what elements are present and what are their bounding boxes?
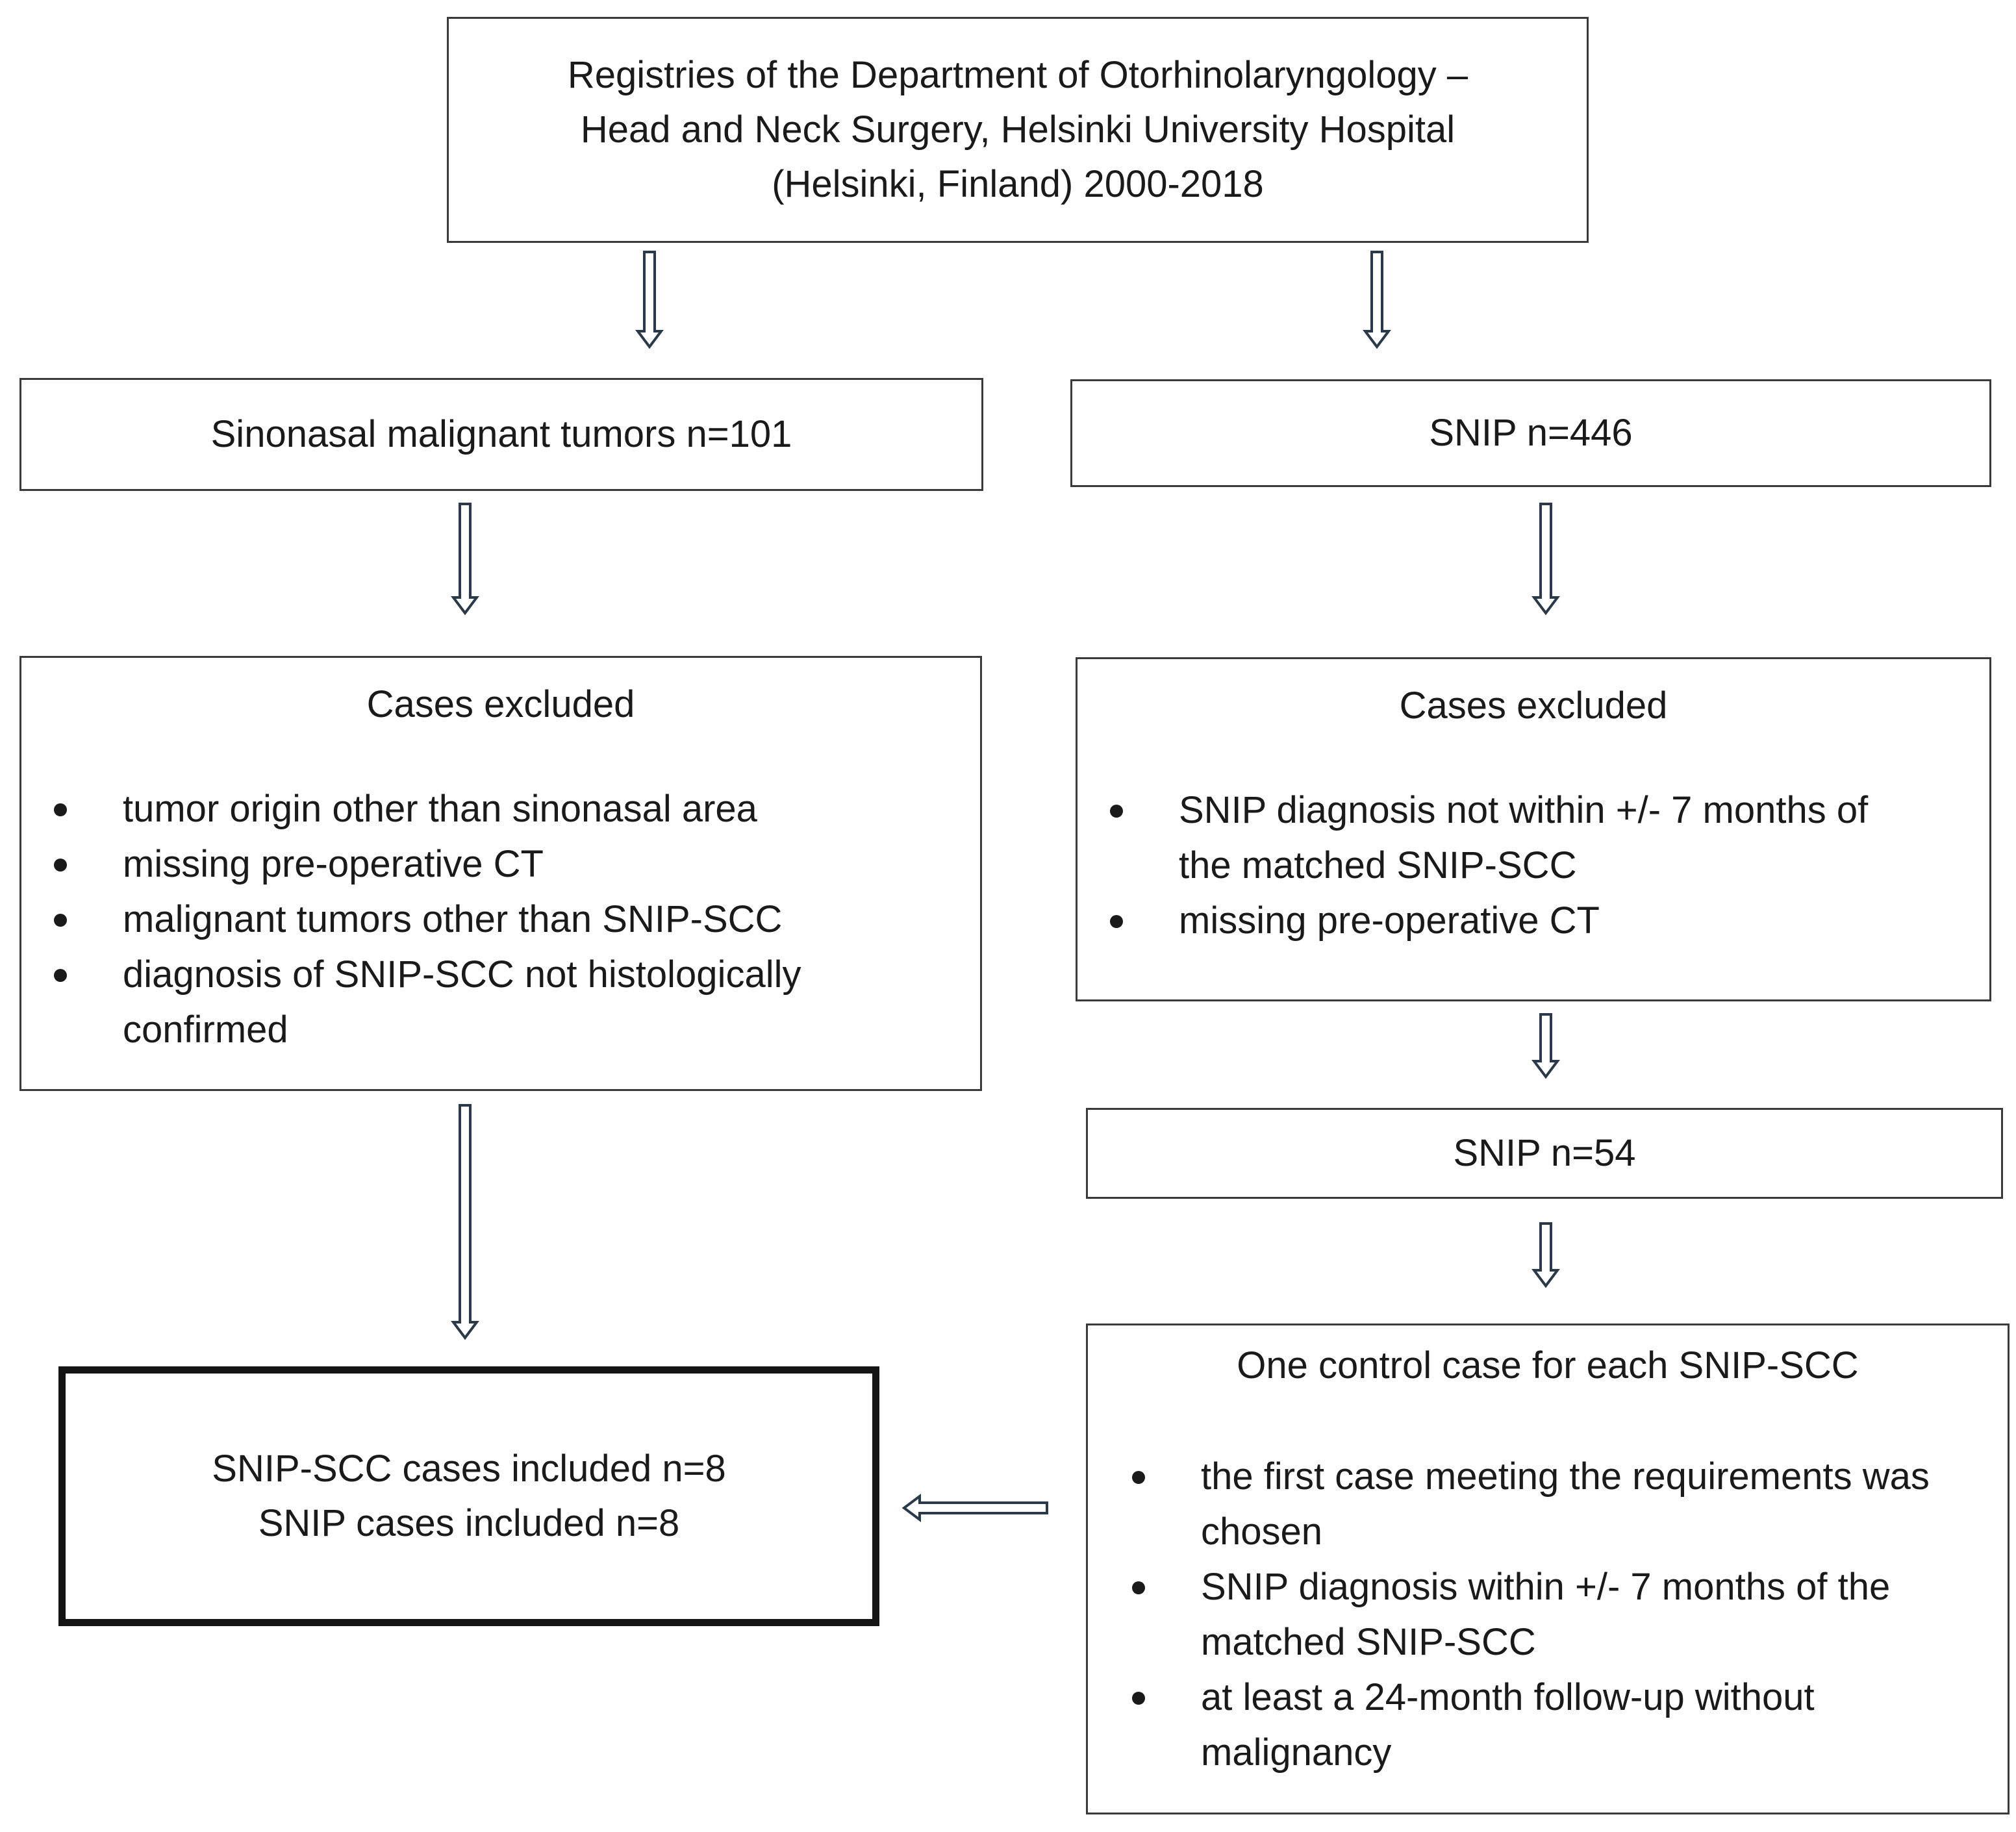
arrow-down-icon [1531, 1013, 1560, 1079]
arrow-down-icon [635, 251, 664, 349]
arrow-down-icon [1531, 1222, 1560, 1288]
source-line-1: Registries of the Department of Otorhino… [567, 54, 1468, 96]
list-item: missing pre-operative CT [21, 836, 944, 892]
right-excluded-list: SNIP diagnosis not within +/- 7 months o… [1077, 783, 1922, 948]
included-line-1: SNIP-SCC cases included n=8 [212, 1448, 726, 1490]
source-line-2: Head and Neck Surgery, Helsinki Universi… [580, 108, 1455, 151]
list-item: tumor origin other than sinonasal area [21, 781, 944, 836]
control-criteria-heading: One control case for each SNIP-SCC [1237, 1344, 1859, 1387]
list-item: missing pre-operative CT [1077, 893, 1922, 948]
right-excluded-heading: Cases excluded [1399, 684, 1668, 727]
arrow-down-icon [1531, 503, 1560, 616]
snip-remaining-box: SNIP n=54 [1086, 1108, 2003, 1199]
snip-remaining-label: SNIP n=54 [1453, 1132, 1636, 1174]
control-criteria-box: One control case for each SNIP-SCC the f… [1086, 1324, 2010, 1814]
arrow-left-icon [901, 1494, 1048, 1522]
arrow-down-icon [451, 503, 479, 616]
control-criteria-list: the first case meeting the requirements … [1100, 1449, 1970, 1780]
malignant-cohort-box: Sinonasal malignant tumors n=101 [19, 378, 983, 491]
list-item: SNIP diagnosis within +/- 7 months of th… [1100, 1559, 1970, 1670]
left-excluded-list: tumor origin other than sinonasal area m… [21, 781, 944, 1057]
arrow-down-icon [451, 1104, 479, 1340]
list-item: SNIP diagnosis not within +/- 7 months o… [1077, 783, 1922, 893]
list-item: diagnosis of SNIP-SCC not histologically… [21, 947, 944, 1057]
list-item: malignant tumors other than SNIP-SCC [21, 892, 944, 947]
right-excluded-box: Cases excluded SNIP diagnosis not within… [1076, 657, 1991, 1001]
included-cases-box: SNIP-SCC cases included n=8 SNIP cases i… [58, 1366, 879, 1626]
snip-cohort-label: SNIP n=446 [1429, 412, 1633, 454]
malignant-cohort-label: Sinonasal malignant tumors n=101 [210, 413, 792, 455]
arrow-down-icon [1363, 251, 1391, 349]
included-line-2: SNIP cases included n=8 [258, 1502, 680, 1544]
snip-cohort-box: SNIP n=446 [1070, 379, 1991, 487]
list-item: at least a 24-month follow-up without ma… [1100, 1670, 1970, 1780]
source-registry-box: Registries of the Department of Otorhino… [447, 17, 1589, 243]
source-line-3: (Helsinki, Finland) 2000-2018 [772, 163, 1264, 205]
left-excluded-heading: Cases excluded [366, 683, 635, 725]
list-item: the first case meeting the requirements … [1100, 1449, 1970, 1559]
left-excluded-box: Cases excluded tumor origin other than s… [19, 656, 982, 1091]
